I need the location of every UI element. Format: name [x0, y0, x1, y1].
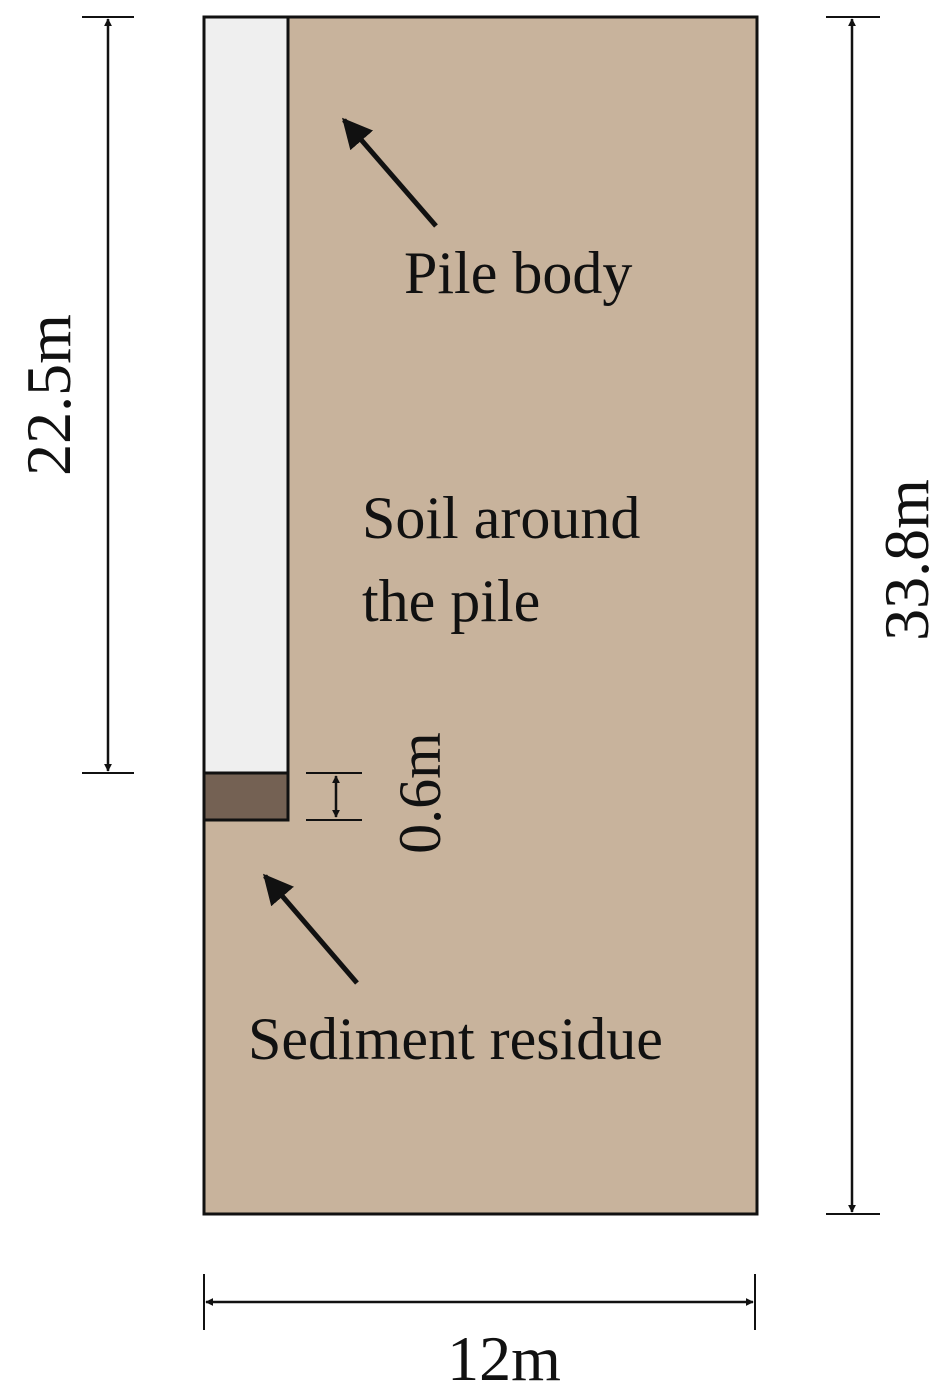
pile-body-arrow — [342, 117, 438, 228]
domain-width-label: 12m — [447, 1323, 561, 1394]
soil-label-line2: the pile — [362, 568, 540, 634]
pile-length-dimension: 22.5m — [13, 16, 134, 774]
sediment-residue-arrow — [263, 873, 359, 985]
domain-width-dimension: 12m — [203, 1274, 756, 1394]
soil-label-line1: Soil around — [362, 485, 640, 551]
domain-height-label: 33.8m — [871, 479, 942, 641]
sediment-residue-block — [202, 771, 290, 822]
sediment-thickness-label: 0.6m — [387, 732, 453, 854]
sediment-thickness-dimension: 0.6m — [306, 732, 453, 854]
soil-domain — [202, 15, 759, 1216]
pile-length-label: 22.5m — [13, 314, 84, 476]
domain-height-dimension: 33.8m — [826, 16, 942, 1215]
pile-body — [202, 15, 290, 775]
pile-body-label: Pile body — [404, 240, 632, 306]
sediment-residue-label: Sediment residue — [248, 1006, 663, 1072]
